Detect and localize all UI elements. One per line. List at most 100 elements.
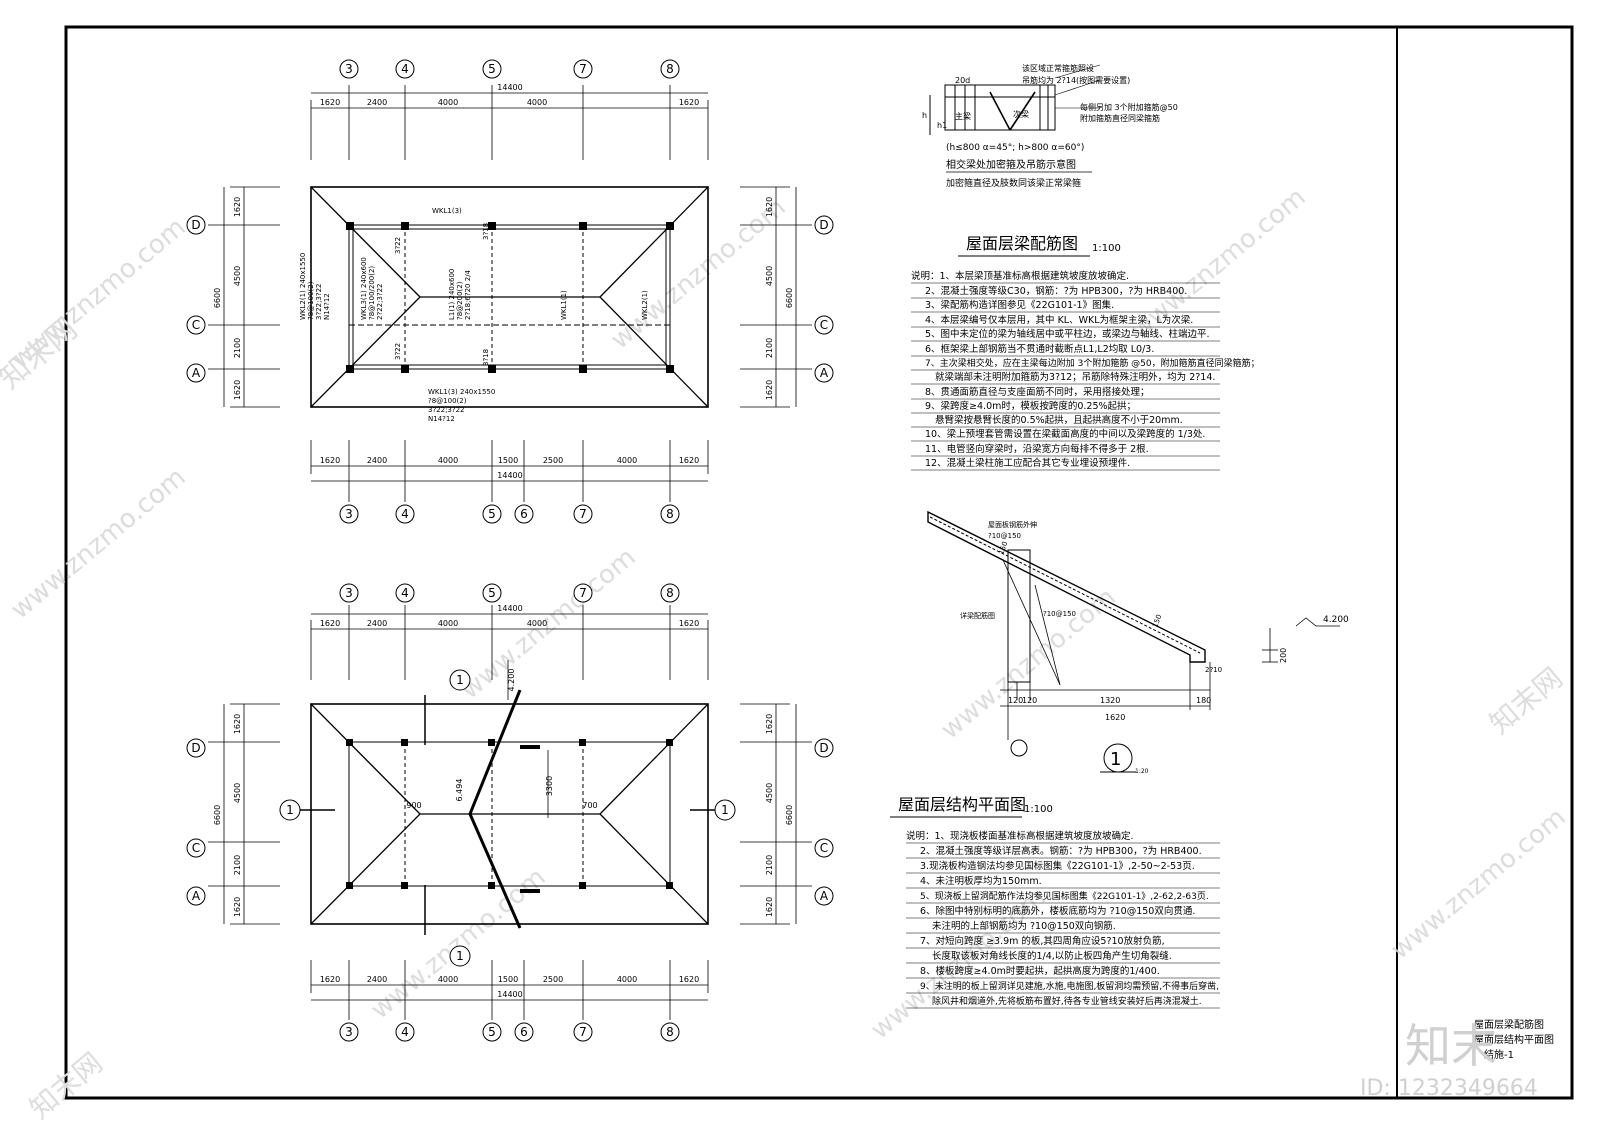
svg-text:结施-1: 结施-1: [1484, 1048, 1514, 1061]
svg-text:1620: 1620: [233, 897, 242, 917]
svg-text:6600: 6600: [213, 805, 222, 825]
svg-text:7、对短向跨度 ≥3.9m 的板,其四周角应设5?10放射负: 7、对短向跨度 ≥3.9m 的板,其四周角应设5?10放射负筋,: [920, 935, 1165, 947]
svg-text:4000: 4000: [438, 619, 458, 628]
notes-beam-scale: 1:100: [1092, 243, 1121, 254]
svg-text:WKL1(3): WKL1(3): [432, 207, 462, 215]
svg-text:3?18: 3?18: [482, 349, 490, 366]
svg-text:2400: 2400: [367, 456, 387, 465]
svg-text:2100: 2100: [233, 855, 242, 875]
plan1-axis-bubbles: [186, 59, 834, 524]
detail-beam-intersection-text: 该区域正常箍筋照设 吊筋均为 2?14(按图需要设置) 每侧另加 3个附加箍筋@…: [922, 63, 1178, 189]
svg-text:?10@150: ?10@150: [988, 532, 1021, 540]
svg-text:14400: 14400: [497, 471, 522, 480]
svg-text:3?22;3?22: 3?22;3?22: [315, 283, 323, 320]
svg-text:2500: 2500: [543, 975, 563, 984]
svg-text:4000: 4000: [527, 619, 547, 628]
svg-text:C: C: [820, 841, 828, 855]
svg-text:N14?12: N14?12: [428, 415, 455, 423]
watermark-id: ID: 1232349664: [1360, 1076, 1538, 1101]
dimension-chain-top: [310, 85, 709, 160]
svg-text:4.200: 4.200: [507, 669, 516, 692]
axis-4: 4: [401, 507, 409, 521]
svg-text:2500: 2500: [543, 456, 563, 465]
notes-struct-scale: 1:100: [1024, 804, 1053, 815]
svg-text:1:20: 1:20: [1135, 768, 1149, 775]
svg-text:4: 4: [401, 1025, 409, 1039]
dimension-chain-left: [208, 186, 280, 408]
svg-text:3?22: 3?22: [394, 237, 402, 254]
svg-text:h: h: [922, 111, 927, 120]
svg-text:1620: 1620: [320, 98, 340, 107]
svg-text:D: D: [191, 741, 200, 755]
notes-structure: 屋面层结构平面图 1:100 说明：1、现浇板楼面基准标高根据建筑坡度放坡确定.…: [898, 795, 1219, 1007]
svg-text:120: 120: [1022, 696, 1037, 705]
svg-text:2?10: 2?10: [1205, 666, 1222, 674]
svg-text:屋面板钢筋外伸: 屋面板钢筋外伸: [988, 520, 1037, 529]
svg-text:8、贯通面筋直径与支座面筋不同时，采用搭接处理；: 8、贯通面筋直径与支座面筋不同时，采用搭接处理；: [925, 386, 1150, 398]
svg-text:2400: 2400: [367, 975, 387, 984]
detail-subtitle: 加密箍直径及肢数同该梁正常梁箍: [946, 177, 1081, 189]
notes-beam-title: 屋面层梁配筋图: [966, 234, 1078, 253]
svg-text:700: 700: [582, 801, 597, 810]
axis-A: A: [820, 366, 829, 380]
svg-text:N14?12: N14?12: [323, 293, 331, 320]
svg-text:?10@150: ?10@150: [1043, 610, 1076, 618]
plan2-axis-bubbles: [186, 583, 834, 1042]
svg-text:1500: 1500: [498, 975, 518, 984]
svg-text:1620: 1620: [765, 897, 774, 917]
svg-text:2400: 2400: [367, 619, 387, 628]
svg-text:1620: 1620: [233, 714, 242, 734]
svg-text:4000: 4000: [438, 456, 458, 465]
svg-text:WKL2(1) 240x1550: WKL2(1) 240x1550: [299, 253, 307, 320]
svg-text:WKL1(1): WKL1(1): [560, 290, 568, 320]
notes-beam: 屋面层梁配筋图 1:100 说明：1、本层梁顶基准标高根据建筑坡度放坡确定. 2…: [911, 234, 1260, 469]
axis-A: A: [192, 366, 201, 380]
svg-text:?8@200(2): ?8@200(2): [456, 281, 464, 320]
svg-text:WKL3(1) 240x600: WKL3(1) 240x600: [360, 257, 368, 320]
svg-text:未注明的上部钢筋均为 ?10@150双向钢筋.: 未注明的上部钢筋均为 ?10@150双向钢筋.: [932, 920, 1116, 932]
svg-text:200: 200: [1279, 648, 1288, 663]
svg-text:5、图中未定位的梁为轴线居中或平柱边，或梁边与轴线、柱端边平: 5、图中未定位的梁为轴线居中或平柱边，或梁边与轴线、柱端边平.: [925, 328, 1210, 340]
svg-text:3?22: 3?22: [394, 343, 402, 360]
svg-text:5: 5: [488, 586, 496, 600]
notes-structure-underlines: [890, 816, 1220, 1009]
svg-text:1620: 1620: [233, 197, 242, 217]
svg-text:900: 900: [406, 801, 421, 810]
svg-text:1620: 1620: [320, 619, 340, 628]
svg-text:2100: 2100: [765, 338, 774, 358]
svg-text:10、梁上预埋套管需设置在梁截面高度的中间以及梁跨度的 1/: 10、梁上预埋套管需设置在梁截面高度的中间以及梁跨度的 1/3处.: [925, 428, 1205, 440]
svg-text:4000: 4000: [617, 456, 637, 465]
svg-text:2?22;3?22: 2?22;3?22: [376, 283, 384, 320]
svg-text:(h≤800 α=45°; h>800 α=60°): (h≤800 α=45°; h>800 α=60°): [946, 143, 1084, 153]
svg-text:4.200: 4.200: [1323, 615, 1349, 625]
svg-text:1620: 1620: [320, 975, 340, 984]
svg-text:4000: 4000: [617, 975, 637, 984]
svg-text:该区域正常箍筋照设: 该区域正常箍筋照设: [1022, 63, 1094, 73]
svg-text:3、梁配筋构造详图参见《22G101-1》图集.: 3、梁配筋构造详图参见《22G101-1》图集.: [925, 299, 1114, 311]
svg-text:8: 8: [666, 1025, 674, 1039]
svg-text:4000: 4000: [438, 975, 458, 984]
svg-text:除风井和烟道外,先将板筋布置好,待各专业管线安装好后再浇混凝: 除风井和烟道外,先将板筋布置好,待各专业管线安装好后再浇混凝土.: [932, 995, 1202, 1007]
svg-text:?8@100/200(2): ?8@100/200(2): [368, 266, 376, 320]
axis-8: 8: [666, 507, 674, 521]
svg-text:3: 3: [345, 1025, 353, 1039]
svg-text:6: 6: [520, 1025, 528, 1039]
plan1-beam-labels: WKL1(3) WKL1(3) 240x1550 ?8@100(2) 3?22;…: [299, 207, 649, 423]
svg-text:3?18: 3?18: [482, 223, 490, 240]
plan2-dimension-text: 14400 1620 2400 4000 4000 1620 1620 2400…: [213, 604, 794, 999]
axis-7: 7: [579, 507, 587, 521]
svg-text:6、框架梁上部钢筋当不贯通时截断点L1,L2均取 L0/3.: 6、框架梁上部钢筋当不贯通时截断点L1,L2均取 L0/3.: [925, 343, 1154, 355]
section-mark: 1: [721, 803, 729, 817]
plan2-labels: 3 4 5 7 8 3 4 5 6 7 8 D C A D C A 1 1 1 …: [191, 586, 829, 1039]
axis-8: 8: [666, 62, 674, 76]
dimension-chain-right: [740, 186, 812, 408]
axis-3: 3: [345, 62, 353, 76]
dimension-chain-bottom: [310, 440, 709, 502]
detail-beam-intersection: [929, 64, 1101, 135]
svg-text:说明：1、本层梁顶基准标高根据建筑坡度放坡确定.: 说明：1、本层梁顶基准标高根据建筑坡度放坡确定.: [911, 270, 1129, 282]
svg-text:D: D: [819, 741, 828, 755]
svg-text:9、梁跨度≥4.0m时，模板按跨度的0.25%起拱；: 9、梁跨度≥4.0m时，模板按跨度的0.25%起拱；: [925, 400, 1136, 412]
svg-text:2100: 2100: [765, 855, 774, 875]
svg-text:1620: 1620: [765, 714, 774, 734]
detail-title: 相交梁处加密箍及吊筋示意图: [946, 158, 1076, 171]
